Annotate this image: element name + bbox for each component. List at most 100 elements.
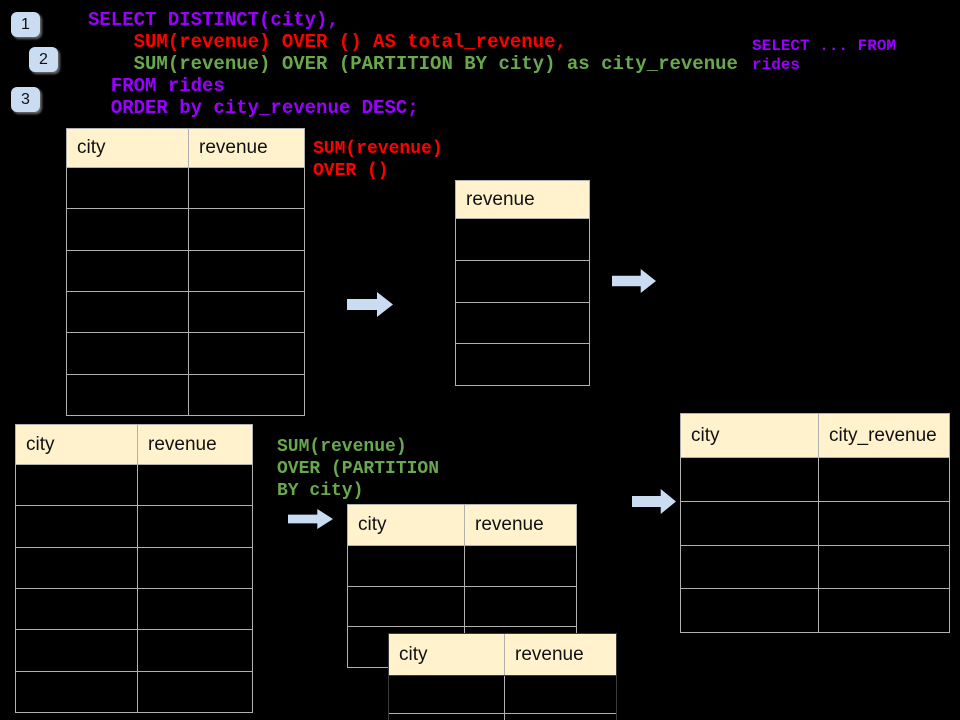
table-row [67, 209, 304, 251]
sql-code-line: SUM(revenue) OVER (PARTITION BY city) as… [88, 53, 738, 75]
table-source-partition: city revenue [15, 424, 253, 713]
table-cell [456, 344, 589, 385]
table-cell [681, 546, 818, 589]
table-row [456, 219, 589, 261]
column-header-city: city [358, 514, 387, 535]
step-badge-2: 2 [29, 47, 58, 72]
table-row [16, 506, 252, 548]
table-cell [681, 458, 818, 501]
table-cell [818, 501, 949, 545]
table-source-total: city revenue [66, 128, 305, 416]
table-row [67, 374, 304, 415]
arrow-right-icon [288, 509, 333, 529]
sql-side-note: SELECT ... FROM rides [752, 37, 897, 74]
column-header-revenue: revenue [137, 425, 252, 464]
table-cell [681, 589, 818, 632]
label-sum-over-total: SUM(revenue) OVER () [313, 139, 443, 181]
table-partition-result: city city_revenue [680, 413, 950, 633]
table-cell [16, 589, 137, 629]
table-cell [137, 630, 252, 671]
table-header-row: city revenue [67, 129, 304, 168]
sql-code-line: SELECT DISTINCT(city), [88, 9, 339, 31]
table-row [16, 630, 252, 672]
table-row [348, 546, 576, 587]
table-header-row: city revenue [16, 425, 252, 465]
table-cell [188, 291, 304, 333]
table-cell [818, 589, 949, 632]
sql-code-line: FROM rides [88, 75, 225, 97]
table-row [456, 261, 589, 303]
table-cell [389, 714, 504, 720]
table-row [67, 168, 304, 210]
table-row [16, 547, 252, 589]
arrow-right-icon [612, 269, 656, 293]
column-header-city: city [399, 643, 428, 665]
table-row [348, 586, 576, 628]
table-row [456, 303, 589, 345]
column-header-revenue: revenue [464, 505, 576, 545]
table-cell [137, 588, 252, 630]
table-cell [16, 465, 137, 505]
table-cell [137, 465, 252, 506]
table-row [456, 344, 589, 385]
table-row [16, 465, 252, 507]
table-cell [681, 502, 818, 545]
table-cell [16, 506, 137, 546]
table-row [16, 588, 252, 631]
arrow-right-icon [632, 489, 676, 514]
table-cell [67, 251, 188, 291]
table-cell [504, 713, 616, 720]
table-cell [67, 168, 188, 208]
table-cell [16, 630, 137, 670]
table-cell [818, 545, 949, 589]
table-cell [137, 506, 252, 547]
column-header-revenue: revenue [188, 129, 304, 167]
arrow-right-icon [347, 292, 393, 317]
table-row [67, 333, 304, 375]
label-sum-over-partition: SUM(revenue) OVER (PARTITION BY city) [277, 437, 440, 501]
table-row [681, 458, 949, 502]
table-row [681, 589, 949, 632]
table-cell [456, 219, 589, 260]
table-partition-group-1: city revenue [347, 504, 577, 668]
sql-code-line: ORDER by city_revenue DESC; [88, 97, 419, 119]
sql-code-line: SUM(revenue) OVER () AS total_revenue, [88, 31, 567, 53]
table-header-row: revenue [456, 181, 589, 219]
table-cell [67, 333, 188, 373]
table-cell [188, 333, 304, 374]
table-cell [188, 374, 304, 415]
table-cell [188, 250, 304, 291]
table-partition-group-2: city revenue [388, 633, 617, 720]
table-cell [67, 375, 188, 415]
table-row [16, 671, 252, 712]
column-header-city: city [691, 424, 720, 446]
table-cell [188, 168, 304, 209]
column-header-revenue: revenue [466, 188, 535, 210]
table-header-row: city city_revenue [681, 414, 949, 458]
table-cell [188, 209, 304, 250]
table-cell [137, 671, 252, 712]
table-cell [67, 292, 188, 332]
table-cell [464, 586, 576, 627]
column-header-city: city [77, 137, 106, 158]
column-header-city_revenue: city_revenue [818, 414, 949, 457]
column-header-revenue: revenue [504, 634, 616, 675]
table-row [681, 501, 949, 546]
table-cell [16, 672, 137, 712]
column-header-city: city [26, 433, 55, 455]
table-row [389, 676, 616, 714]
table-cell [348, 546, 464, 586]
table-cell [137, 547, 252, 588]
table-cell [456, 261, 589, 302]
table-cell [818, 458, 949, 501]
table-header-row: city revenue [389, 634, 616, 676]
sql-code: SELECT DISTINCT(city), SUM(revenue) OVER… [88, 9, 738, 119]
table-cell [504, 676, 616, 713]
table-cell [389, 676, 504, 713]
table-row [681, 545, 949, 590]
table-cell [348, 587, 464, 627]
table-cell [16, 548, 137, 588]
table-cell [67, 209, 188, 249]
table-cell [456, 303, 589, 344]
